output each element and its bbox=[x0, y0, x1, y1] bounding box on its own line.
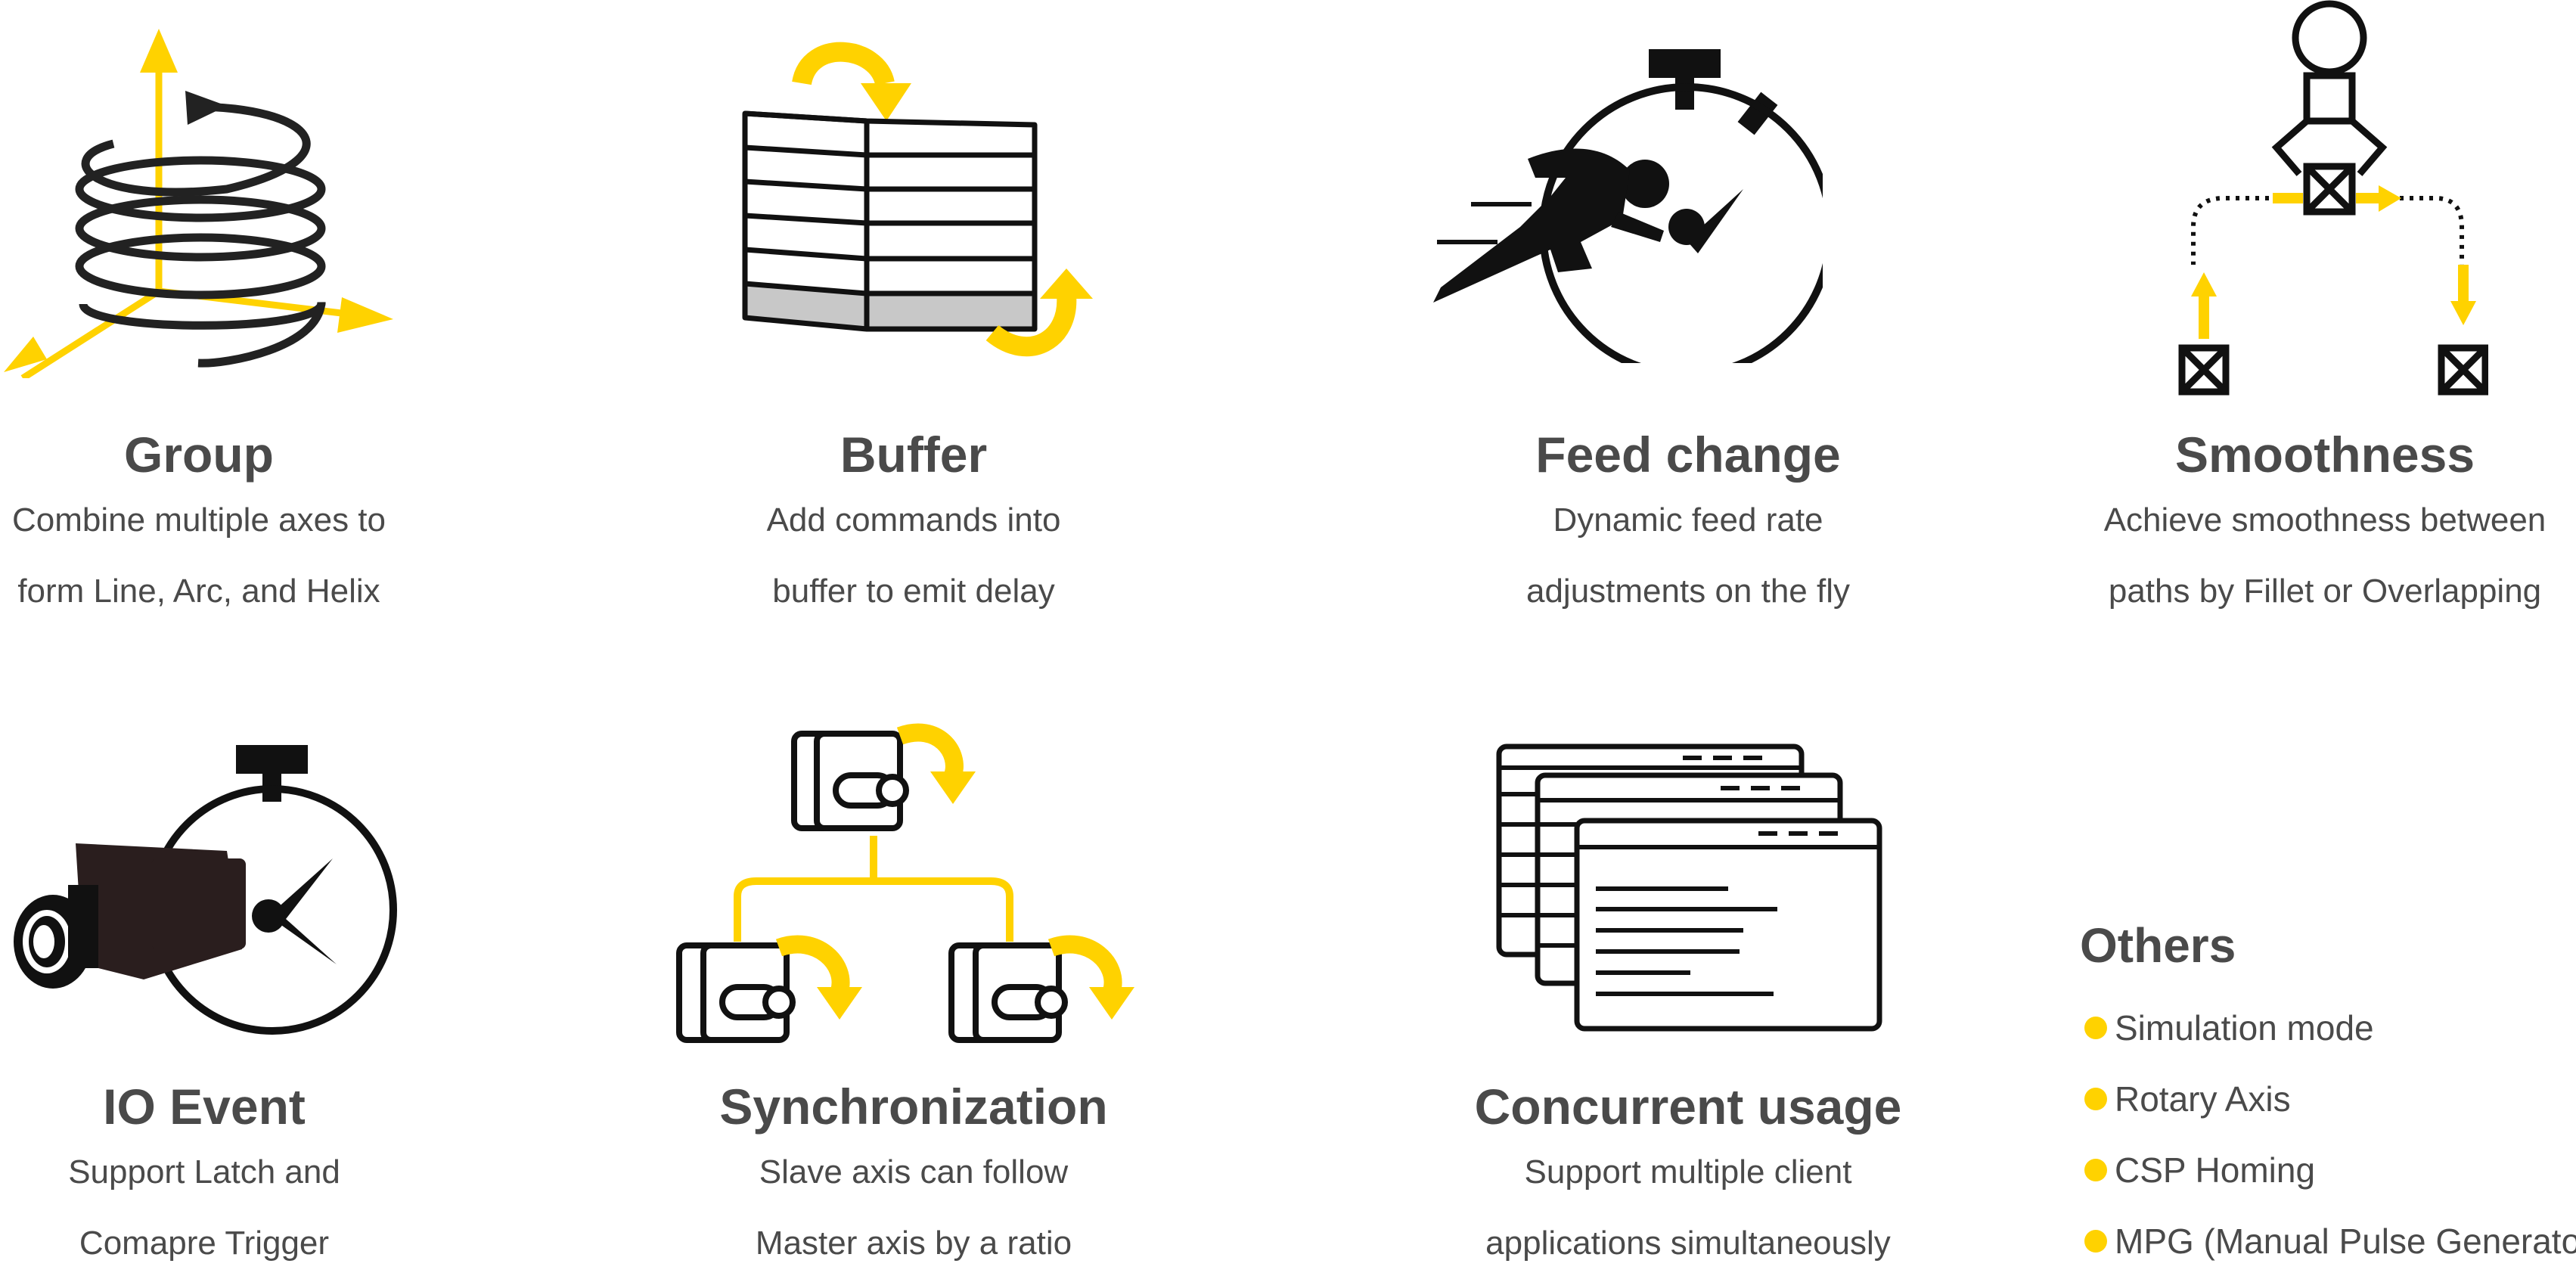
others-item-label: Simulation mode bbox=[2115, 1008, 2374, 1048]
desc-line: buffer to emit delay bbox=[772, 573, 1055, 610]
desc-line: form Line, Arc, and Helix bbox=[17, 573, 380, 610]
others-item: CSP Homing bbox=[2084, 1135, 2576, 1206]
bullet-dot-icon bbox=[2084, 1017, 2107, 1039]
desc-line: Add commands into bbox=[766, 501, 1061, 539]
others-item-label: CSP Homing bbox=[2115, 1150, 2316, 1190]
stacked-windows-icon bbox=[1496, 743, 1882, 1032]
camera-timer-icon bbox=[14, 745, 397, 1035]
bullet-dot-icon bbox=[2084, 1159, 2107, 1181]
feature-desc-buffer: Add commands into buffer to emit delay bbox=[767, 485, 1061, 627]
feature-title-smoothness: Smoothness bbox=[2174, 427, 2475, 483]
others-item: Simulation mode bbox=[2084, 992, 2576, 1063]
desc-line: Comapre Trigger bbox=[79, 1225, 330, 1262]
bullet-dot-icon bbox=[2084, 1230, 2107, 1253]
helix-axes-icon bbox=[4, 29, 393, 378]
others-list: Simulation mode Rotary Axis CSP Homing M… bbox=[2084, 992, 2576, 1277]
feature-desc-synchronization: Slave axis can follow Master axis by a r… bbox=[756, 1137, 1072, 1279]
buffer-stack-icon bbox=[742, 42, 1093, 357]
desc-line: Dynamic feed rate bbox=[1553, 501, 1823, 539]
desc-line: Master axis by a ratio bbox=[755, 1225, 1072, 1262]
feature-title-feed-change: Feed change bbox=[1535, 427, 1841, 483]
feature-desc-feed-change: Dynamic feed rate adjustments on the fly bbox=[1526, 485, 1850, 627]
desc-line: adjustments on the fly bbox=[1525, 573, 1851, 610]
feature-desc-smoothness: Achieve smoothness between paths by Fill… bbox=[2104, 485, 2547, 627]
motor-tree-icon bbox=[676, 723, 1134, 1043]
feature-title-group: Group bbox=[124, 427, 274, 483]
feature-title-io-event: IO Event bbox=[103, 1079, 306, 1135]
feature-title-synchronization: Synchronization bbox=[719, 1079, 1108, 1135]
desc-line: applications simultaneously bbox=[1485, 1225, 1891, 1262]
feature-title-concurrent-usage: Concurrent usage bbox=[1474, 1079, 1902, 1135]
feature-title-buffer: Buffer bbox=[840, 427, 988, 483]
desc-line: Achieve smoothness between bbox=[2103, 501, 2547, 539]
desc-line: Combine multiple axes to bbox=[11, 501, 386, 539]
others-title: Others bbox=[2080, 918, 2236, 973]
bullet-dot-icon bbox=[2084, 1088, 2107, 1110]
others-item: Rotary Axis bbox=[2084, 1063, 2576, 1135]
stopwatch-runner-icon bbox=[1433, 49, 1823, 363]
desc-line: paths by Fillet or Overlapping bbox=[2108, 573, 2542, 610]
others-item-label: Rotary Axis bbox=[2115, 1079, 2291, 1119]
others-item-label: MPG (Manual Pulse Generator) bbox=[2115, 1222, 2576, 1261]
others-item: MPG (Manual Pulse Generator) bbox=[2084, 1206, 2576, 1277]
desc-line: Slave axis can follow bbox=[759, 1153, 1069, 1191]
desc-line: Support Latch and bbox=[68, 1153, 340, 1191]
desc-line: Support multiple client bbox=[1524, 1153, 1852, 1191]
robot-gripper-icon bbox=[2178, 0, 2488, 396]
feature-desc-io-event: Support Latch and Comapre Trigger bbox=[68, 1137, 340, 1279]
feature-desc-group: Combine multiple axes to form Line, Arc,… bbox=[12, 485, 386, 627]
feature-desc-concurrent-usage: Support multiple client applications sim… bbox=[1485, 1137, 1891, 1279]
